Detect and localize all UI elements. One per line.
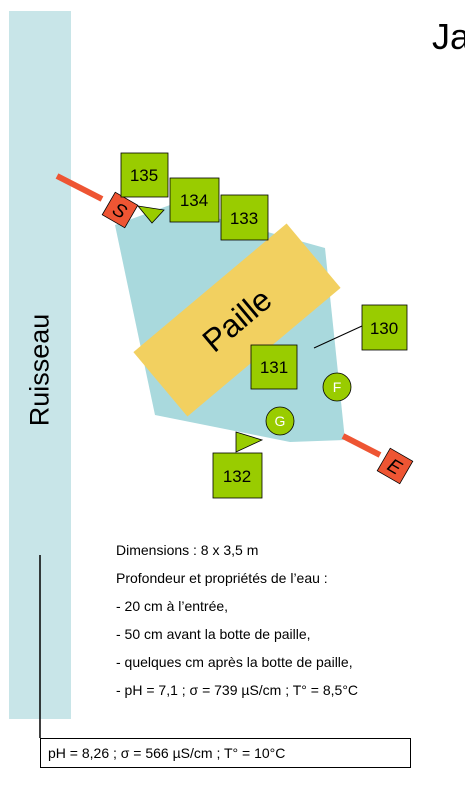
inlet-tag: E bbox=[376, 447, 414, 485]
svg-text:133: 133 bbox=[230, 209, 258, 228]
sample-box-133: 133 bbox=[220, 194, 269, 241]
pointer-132 bbox=[235, 431, 264, 453]
sample-box-134: 134 bbox=[169, 177, 220, 223]
note-after-bale: - quelques cm après la botte de paille, bbox=[116, 654, 353, 670]
svg-text:134: 134 bbox=[180, 191, 208, 210]
svg-text:132: 132 bbox=[223, 467, 251, 486]
leader-130 bbox=[313, 325, 363, 349]
outlet-tag: S bbox=[101, 191, 139, 229]
note-water-properties: - pH = 7,1 ; σ = 739 µS/cm ; T° = 8,5°C bbox=[116, 682, 359, 698]
sampling-point-g: G bbox=[265, 406, 295, 436]
stream-measurement-box: pH = 8,26 ; σ = 566 µS/cm ; T° = 10°C bbox=[40, 738, 411, 768]
title-fragment: Ja bbox=[432, 16, 465, 57]
sample-box-132: 132 bbox=[212, 452, 263, 499]
inlet-pipe bbox=[341, 433, 382, 458]
sample-box-131: 131 bbox=[250, 344, 298, 390]
note-dimensions: Dimensions : 8 x 3,5 m bbox=[116, 542, 259, 558]
svg-text:G: G bbox=[275, 413, 286, 429]
note-entry-depth: - 20 cm à l’entrée, bbox=[116, 598, 229, 614]
note-header: Profondeur et propriétés de l’eau : bbox=[116, 570, 328, 586]
sample-box-130: 130 bbox=[361, 304, 408, 351]
pond-notes: Dimensions : 8 x 3,5 m Profondeur et pro… bbox=[116, 536, 358, 704]
svg-text:130: 130 bbox=[370, 319, 398, 338]
sample-box-135: 135 bbox=[120, 152, 169, 198]
note-before-bale: - 50 cm avant la botte de paille, bbox=[116, 626, 311, 642]
outlet-pipe bbox=[55, 173, 104, 202]
svg-text:F: F bbox=[333, 379, 342, 395]
sampling-point-f: F bbox=[322, 372, 352, 402]
pointer-135 bbox=[137, 205, 165, 224]
svg-text:131: 131 bbox=[260, 358, 288, 377]
svg-text:135: 135 bbox=[130, 166, 158, 185]
